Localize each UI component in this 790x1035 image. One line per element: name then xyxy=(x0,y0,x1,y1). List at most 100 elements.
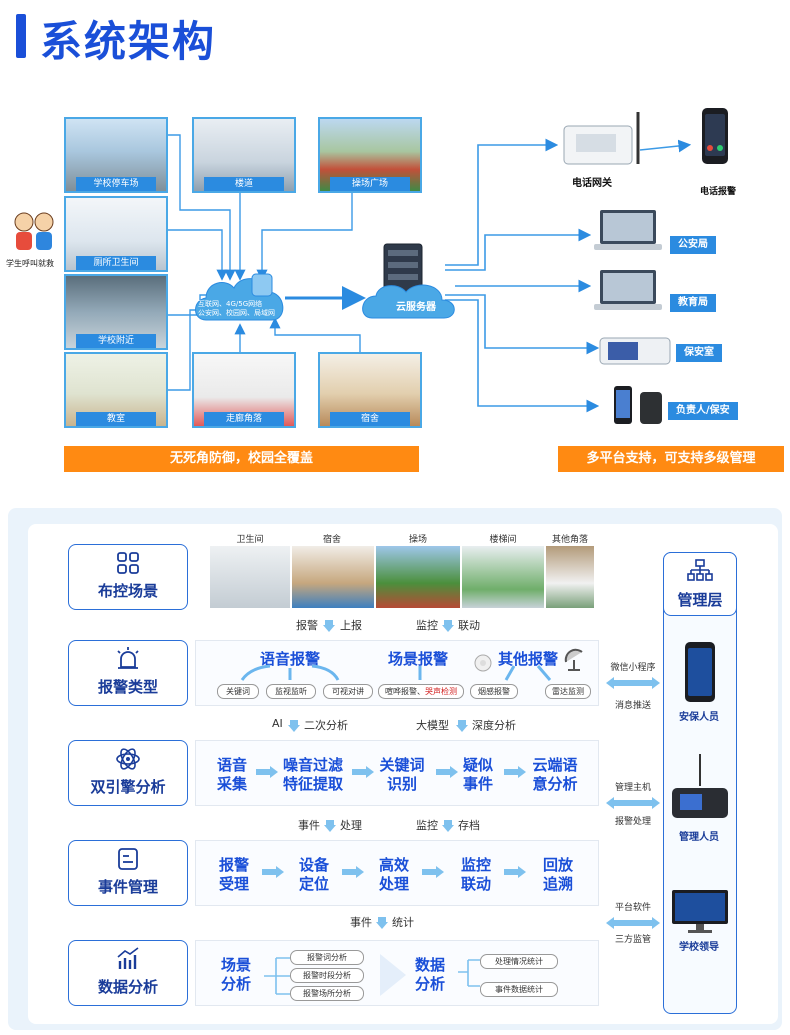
mobile-phone-icon xyxy=(702,108,728,164)
location-label: 宿舍 xyxy=(330,412,410,426)
title-accent-bar xyxy=(16,14,26,58)
flow-text: 事件 xyxy=(350,916,372,929)
step-line: 云端语 xyxy=(532,756,578,774)
step-line: 高效 xyxy=(378,856,409,874)
monitor-icon xyxy=(672,890,728,933)
location-card-dormitory: 宿舍 xyxy=(318,352,422,428)
row-label-event-management: 事件管理 xyxy=(68,840,188,906)
event-step: 监控联动 xyxy=(452,856,500,894)
double-arrow-icon xyxy=(606,917,660,929)
location-label: 教室 xyxy=(76,412,156,426)
step-line: 关键词 xyxy=(379,756,425,774)
step-line: 语音 xyxy=(216,756,247,774)
down-arrow-icon xyxy=(324,820,336,832)
role-label: 学校领导 xyxy=(679,942,719,953)
down-arrow-icon xyxy=(288,720,300,732)
flow-text: 二次分析 xyxy=(304,719,348,732)
location-label: 操场广场 xyxy=(330,177,410,191)
data-step-analysis: 数据分析 xyxy=(406,956,454,994)
down-arrow-icon xyxy=(456,720,468,732)
step-line: 场景 xyxy=(220,956,251,974)
page-title: 系统架构 xyxy=(40,17,217,66)
destination-label: 保安室 xyxy=(676,344,722,362)
link-label-top: 管理主机 xyxy=(614,783,651,793)
step-line: 识别 xyxy=(386,775,417,793)
step-line: 采集 xyxy=(216,775,247,793)
flow-text: 处理 xyxy=(340,819,362,832)
link-label-top: 平台软件 xyxy=(614,903,651,913)
down-arrow-icon xyxy=(442,620,454,632)
management-title: 管理层 xyxy=(677,591,723,609)
coverage-banner: 无死角防御，校园全覆盖 xyxy=(64,446,419,472)
location-card-toilet: 厕所卫生间 xyxy=(64,196,168,272)
row-label-text: 报警类型 xyxy=(97,678,158,696)
phone-gateway-label: 电话网关 xyxy=(572,178,612,189)
alarm-siren-icon xyxy=(117,647,139,669)
down-arrow-icon xyxy=(323,620,335,632)
link-label-bottom: 报警处理 xyxy=(614,817,651,827)
alarm-category: 语音报警 xyxy=(260,650,321,668)
scene-label: 操场 xyxy=(408,535,427,545)
chevron-right-icon xyxy=(504,766,526,778)
chevron-right-icon xyxy=(262,866,284,878)
scene-label: 卫生间 xyxy=(236,535,264,545)
location-label: 走廊角落 xyxy=(204,412,284,426)
flow-text: 事件 xyxy=(298,819,320,832)
step-line: 回放 xyxy=(542,856,573,874)
flow-text: 上报 xyxy=(340,619,362,632)
management-host-icon xyxy=(672,754,728,818)
step-line: 受理 xyxy=(218,875,249,893)
multi-platform-banner: 多平台支持，可支持多级管理 xyxy=(558,446,784,472)
step-line: 噪音过滤 xyxy=(282,756,343,774)
cloud-server-label: 云服务器 xyxy=(396,302,436,313)
step-line: 联动 xyxy=(460,875,491,893)
link-label-bottom: 消息推送 xyxy=(614,701,651,711)
laptop-icon xyxy=(594,270,662,310)
console-icon xyxy=(599,337,671,365)
step-line: 分析 xyxy=(220,975,251,993)
chevron-right-icon xyxy=(256,766,278,778)
step-line: 事件 xyxy=(462,775,493,793)
other-alarm-arrows xyxy=(504,665,552,681)
network-text-line-2: 公安网、校园网、局域网 xyxy=(198,309,275,317)
location-card-corridor: 楼道 xyxy=(192,117,296,193)
flow-text: 联动 xyxy=(458,619,480,632)
alarm-pill: 监视监听 xyxy=(266,684,316,699)
down-arrow-icon xyxy=(376,917,388,929)
step-line: 报警 xyxy=(218,856,249,874)
chevron-right-icon xyxy=(342,866,364,878)
double-arrow-icon xyxy=(606,677,660,689)
location-label: 厕所卫生间 xyxy=(76,256,156,270)
row-label-text: 布控场景 xyxy=(97,582,158,600)
row-label-text: 数据分析 xyxy=(97,978,158,996)
alarm-pill-scene: 喧哗报警、哭声检测 xyxy=(378,684,464,699)
phone-alarm-label: 电话报警 xyxy=(700,187,737,197)
row-label-alarm-type: 报警类型 xyxy=(68,640,188,706)
flow-text: 监控 xyxy=(416,619,438,632)
scene-image-playground xyxy=(376,546,460,608)
top-diagram-connectors xyxy=(166,134,692,413)
step-line: 特征提取 xyxy=(282,775,343,793)
flow-text: 存档 xyxy=(458,819,480,832)
location-card-playground: 操场广场 xyxy=(318,117,422,193)
network-text-line-1: 互联网、4G/5G网络 xyxy=(198,300,263,308)
scene-label: 其他角落 xyxy=(551,535,588,545)
event-step: 高效处理 xyxy=(370,856,418,894)
document-list-icon xyxy=(118,848,138,870)
chevron-right-icon xyxy=(352,766,374,778)
large-chevron-icon xyxy=(380,954,406,996)
student-label: 学生呼叫就救 xyxy=(6,259,54,268)
engine-step: 噪音过滤特征提取 xyxy=(278,756,348,794)
alarm-pill: 可视对讲 xyxy=(323,684,373,699)
step-line: 意分析 xyxy=(532,775,578,793)
engine-step: 云端语意分析 xyxy=(526,756,584,794)
row-label-text: 事件管理 xyxy=(97,878,158,896)
alarm-branch-arrows xyxy=(240,664,340,681)
alarm-pill: 烟感报警 xyxy=(470,684,518,699)
scene-image-stairwell xyxy=(462,546,544,608)
role-label: 安保人员 xyxy=(679,712,719,723)
role-label: 管理人员 xyxy=(679,832,719,843)
step-line: 设备 xyxy=(298,856,329,874)
alarm-category: 其他报警 xyxy=(498,650,559,668)
engine-step: 语音采集 xyxy=(208,756,256,794)
